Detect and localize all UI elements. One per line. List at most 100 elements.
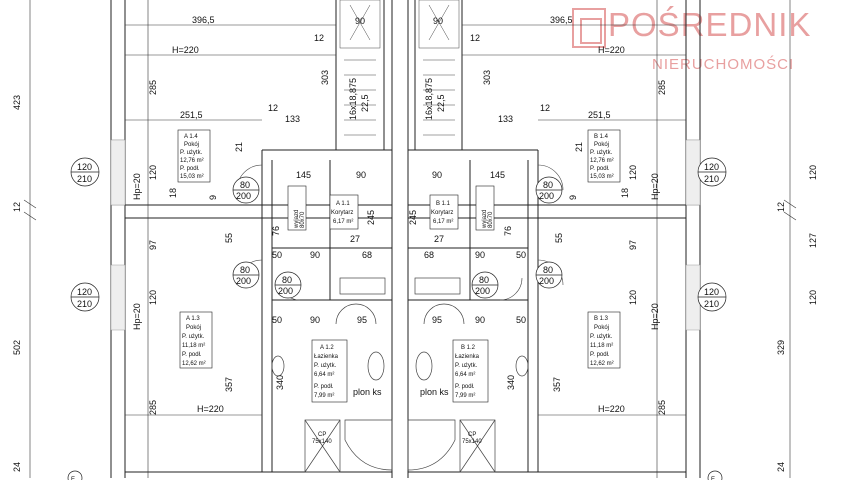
room-a13-pp-value: 12,62 m²: [182, 361, 206, 367]
dim-145-right: 145: [490, 170, 505, 180]
wyjazd-dim-left: 80x70: [300, 211, 306, 228]
room-b12-pu: P. użytk.: [455, 363, 478, 369]
room-a14-pu-value: 12,76 m²: [180, 158, 204, 164]
dim-95-right: 95: [432, 315, 442, 325]
dim-285-b-top: 285: [657, 80, 667, 95]
dim-90-hall-left: 90: [310, 250, 320, 260]
door-80-b3: 80: [479, 275, 489, 285]
door-200-b3: 200: [475, 286, 490, 296]
win-120-b2: 120: [704, 287, 719, 297]
axis-e-right: E: [711, 477, 715, 480]
dim-50-bath-right: 50: [516, 315, 526, 325]
win-210-b1: 210: [704, 174, 719, 184]
dim-76-right: 76: [503, 226, 513, 236]
dim-120-a-room: 120: [148, 165, 158, 180]
win-210-b2: 210: [704, 299, 719, 309]
dim-340-left: 340: [275, 375, 285, 390]
cp-right: CP: [468, 432, 476, 438]
dim-24-right-axis: 24: [776, 462, 786, 472]
dim-24-left-axis: 24: [12, 462, 22, 472]
dim-120-a-room2: 120: [148, 290, 158, 305]
dim-68-right: 68: [424, 250, 434, 260]
height-220-a-bottom: H=220: [197, 404, 224, 414]
room-a12-pu: P. użytk.: [314, 363, 337, 369]
room-b13-pu-value: 11,18 m²: [590, 343, 613, 349]
axis-e-left: E: [71, 477, 75, 480]
watermark-line2: NIERUCHOMOŚCI: [652, 56, 795, 73]
dim-55-left: 55: [224, 233, 234, 243]
room-b13-name: Pokój: [594, 325, 609, 331]
dim-145-left: 145: [296, 170, 311, 180]
height-220-a-top: H=220: [172, 45, 199, 55]
dim-303-left: 303: [320, 70, 330, 85]
room-b11-pu: 6,17 m²: [433, 219, 453, 225]
room-b14-name: Pokój: [594, 142, 609, 148]
door-80-a1: 80: [240, 180, 250, 190]
win-120-a2: 120: [77, 287, 92, 297]
hp20-a2: Hp=20: [132, 303, 142, 330]
room-a13-pp: P. podł.: [182, 352, 202, 358]
watermark-logo-icon: [572, 8, 606, 48]
win-210-a1: 210: [77, 174, 92, 184]
height-220-b-top: H=220: [598, 45, 625, 55]
dimension-lines: [23, 0, 797, 478]
dim-50-bath-left: 50: [272, 315, 282, 325]
dim-329: 329: [776, 340, 786, 355]
room-b14-pu: P. użytk.: [590, 150, 613, 156]
dim-120-right-axis: 120: [808, 165, 818, 180]
door-80-a2: 80: [240, 265, 250, 275]
wall-hatch: [110, 139, 701, 331]
dim-357-left: 357: [224, 377, 234, 392]
room-a12-pu-value: 6,64 m²: [314, 372, 334, 378]
exterior-walls: [110, 0, 701, 478]
dim-502: 502: [12, 340, 22, 355]
room-a13-id: A 1.3: [186, 316, 200, 322]
dim-90-top-right: 90: [433, 16, 443, 26]
dim-245-left: 245: [366, 210, 376, 225]
room-a11-id: A 1.1: [336, 201, 350, 207]
room-b14-id: B 1.4: [594, 134, 609, 140]
hp20-b1: Hp=20: [650, 173, 660, 200]
room-b13-id: B 1.3: [594, 316, 609, 322]
dim-340-right: 340: [506, 375, 516, 390]
dim-90-hall-right: 90: [475, 250, 485, 260]
stairs: [339, 0, 460, 136]
room-a13-name: Pokój: [186, 325, 201, 331]
door-80-b1: 80: [543, 180, 553, 190]
room-a14-pp-value: 15,03 m²: [180, 174, 204, 180]
dim-21-right: 21: [574, 142, 584, 152]
dim-95-left: 95: [357, 315, 367, 325]
stair-dim-right: 16x18,875: [424, 78, 434, 120]
room-b12-pp: P. podł.: [455, 384, 475, 390]
dim-50-left: 50: [272, 250, 282, 260]
dim-396-5-right: 396,5: [550, 15, 573, 25]
dim-396-5-left: 396,5: [192, 15, 215, 25]
win-210-a2: 210: [77, 299, 92, 309]
room-boxes: [177, 129, 621, 403]
room-b12-id: B 1.2: [461, 345, 476, 351]
dim-50-right: 50: [516, 250, 526, 260]
dim-120-right-axis-2: 120: [808, 290, 818, 305]
dim-55-right: 55: [554, 233, 564, 243]
dim-245-right: 245: [408, 210, 418, 225]
door-200-a3: 200: [278, 286, 293, 296]
dim-133-left: 133: [285, 114, 300, 124]
door-80-a3: 80: [282, 275, 292, 285]
hp20-b2: Hp=20: [650, 303, 660, 330]
dim-120-b-room2: 120: [628, 290, 638, 305]
dim-68-left: 68: [362, 250, 372, 260]
room-a13-pu: P. użytk.: [182, 334, 205, 340]
room-b12-name: Łazienka: [455, 354, 480, 360]
dim-120-b-room: 120: [628, 165, 638, 180]
room-a14-name: Pokój: [184, 142, 199, 148]
room-a12-pp-value: 7,99 m²: [314, 393, 334, 399]
height-220-b-bottom: H=220: [598, 404, 625, 414]
room-a13-pu-value: 11,18 m²: [182, 343, 205, 349]
watermark-line1: POŚREDNIK: [608, 6, 812, 43]
room-b12-pp-value: 7,99 m²: [455, 393, 475, 399]
dim-9-left: 9: [208, 195, 218, 200]
door-200-a1: 200: [236, 191, 251, 201]
room-b12-pu-value: 6,64 m²: [455, 372, 475, 378]
stair-dim2-right: 22,5: [436, 94, 446, 112]
